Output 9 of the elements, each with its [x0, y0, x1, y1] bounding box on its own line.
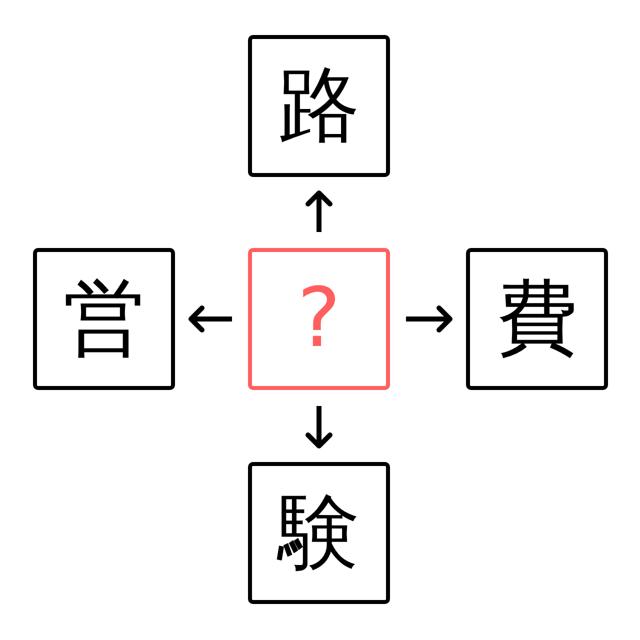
arrow — [188, 306, 232, 332]
arrow — [306, 190, 332, 232]
character-box: 費 — [466, 248, 608, 390]
character-box: 営 — [33, 248, 175, 390]
arrow — [306, 406, 332, 448]
arrow — [406, 306, 452, 332]
question-box: ? — [248, 248, 390, 390]
character-box: 験 — [248, 462, 390, 604]
character-box: 路 — [248, 35, 390, 177]
